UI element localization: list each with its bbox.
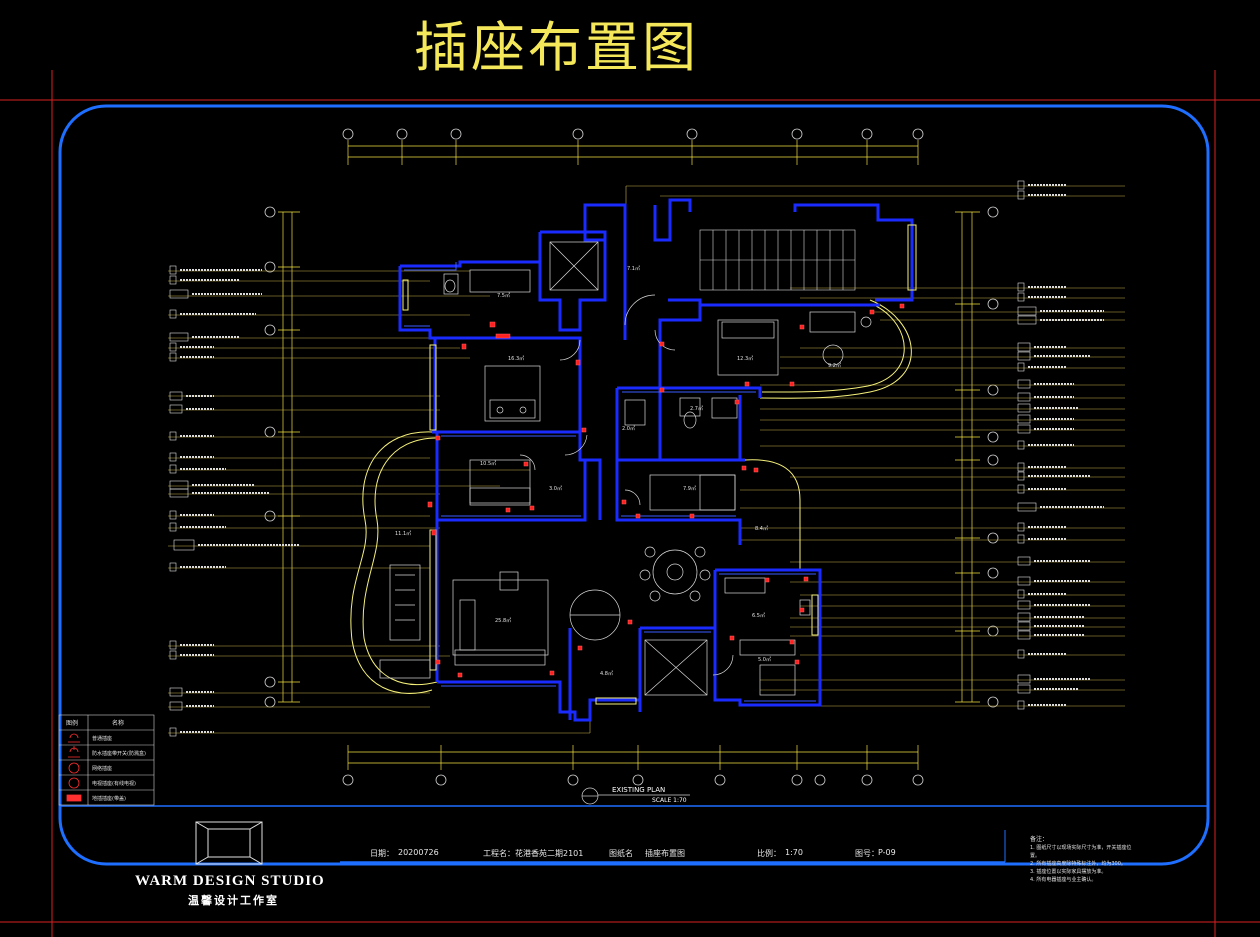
note-item: 2. 所有插座高度除特殊标注外，均为300。 <box>1030 861 1126 867</box>
data-socket-icon <box>68 762 80 774</box>
plan-caption: EXISTING PLAN <box>612 786 666 794</box>
note-item: 4. 所有电器插座与业主确认。 <box>1030 877 1097 883</box>
top-dimension-chain <box>347 140 919 165</box>
elevators <box>549 241 708 696</box>
studio-name-cn: 温馨设计工作室 <box>188 894 279 907</box>
socket-markers <box>427 303 905 678</box>
plan-caption-symbol <box>581 787 690 805</box>
leader-tags <box>169 180 1037 737</box>
svg-text:7.9㎡: 7.9㎡ <box>683 485 696 492</box>
balcony-curve <box>350 431 438 694</box>
project-label: 工程名： <box>483 849 515 858</box>
drawing-frame <box>58 104 1210 866</box>
sheet-name-value: 插座布置图 <box>645 849 685 858</box>
note-item: 3. 插座位置以实际家具摆放为准。 <box>1030 869 1107 875</box>
leader-text-marks <box>180 184 1104 733</box>
svg-text:7.1㎡: 7.1㎡ <box>627 265 640 272</box>
right-dimension-chain <box>955 211 980 703</box>
sheet-no-value: P-09 <box>878 848 896 857</box>
studio-logo <box>195 821 263 865</box>
balcony-curve-right <box>744 299 912 570</box>
waterproof-socket-icon <box>68 746 80 758</box>
floor-socket-icon <box>66 794 82 802</box>
bottom-dimension-chain <box>347 745 919 770</box>
legend-header-name: 名称 <box>112 720 125 727</box>
legend-label: 网络插座 <box>92 766 113 772</box>
room-labels: 7.5㎡ 7.1㎡ 16.3㎡ 12.3㎡ 9.2㎡ 10.5㎡ 3.0㎡ 2.… <box>395 265 841 677</box>
crop-marks <box>0 70 1260 937</box>
drawing-title: 插座布置图 <box>414 16 699 79</box>
date-value: 20200726 <box>398 848 439 857</box>
svg-text:11.1㎡: 11.1㎡ <box>395 530 411 537</box>
left-leader-lines <box>168 270 591 734</box>
notes-title: 备注： <box>1030 836 1049 843</box>
project-value: 花港香苑二期2101 <box>515 849 584 858</box>
scale-caption: SCALE 1:70 <box>652 797 687 804</box>
svg-text:10.5㎡: 10.5㎡ <box>480 460 496 467</box>
svg-text:2.0㎡: 2.0㎡ <box>622 425 635 432</box>
svg-text:2.7㎡: 2.7㎡ <box>690 405 703 412</box>
legend-label: 防水插座带开关(防溅盒) <box>92 751 146 757</box>
svg-text:25.8㎡: 25.8㎡ <box>495 617 511 624</box>
legend-header-symbol: 图例 <box>66 720 79 727</box>
svg-text:12.3㎡: 12.3㎡ <box>737 355 753 362</box>
legend-label: 电视插座(有线电视) <box>92 781 136 787</box>
tv-socket-icon <box>68 777 80 789</box>
studio-name: WARM DESIGN STUDIO <box>135 873 325 889</box>
svg-text:7.5㎡: 7.5㎡ <box>497 292 510 299</box>
svg-text:5.0㎡: 5.0㎡ <box>758 656 771 663</box>
svg-text:3.0㎡: 3.0㎡ <box>549 485 562 492</box>
scale-label: 比例： <box>757 849 781 858</box>
legend-symbols <box>66 733 82 802</box>
legend-label: 普通插座 <box>92 736 113 742</box>
scale-value: 1:70 <box>785 848 803 857</box>
walls <box>398 198 914 722</box>
sheet-no-label: 图号： <box>855 849 879 858</box>
legend-table <box>58 714 155 806</box>
svg-text:16.3㎡: 16.3㎡ <box>508 355 524 362</box>
svg-text:4.8㎡: 4.8㎡ <box>600 670 613 677</box>
svg-text:9.2㎡: 9.2㎡ <box>828 362 841 369</box>
left-dimension-chain <box>278 211 300 703</box>
svg-text:6.5㎡: 6.5㎡ <box>752 612 765 619</box>
stair <box>699 229 856 291</box>
date-label: 日期： <box>370 849 394 858</box>
legend-label: 地插插座(带盖) <box>92 796 126 802</box>
notes-block: 备注： 1. 图纸尺寸以现场实际尺寸为准，开关插座位置。 2. 所有插座高度除特… <box>1030 836 1140 884</box>
note-item: 1. 图纸尺寸以现场实际尺寸为准，开关插座位置。 <box>1030 845 1132 859</box>
socket-icon <box>68 733 80 743</box>
svg-text:8.4㎡: 8.4㎡ <box>755 525 768 532</box>
sheet-name-label: 图纸名 <box>609 849 633 858</box>
